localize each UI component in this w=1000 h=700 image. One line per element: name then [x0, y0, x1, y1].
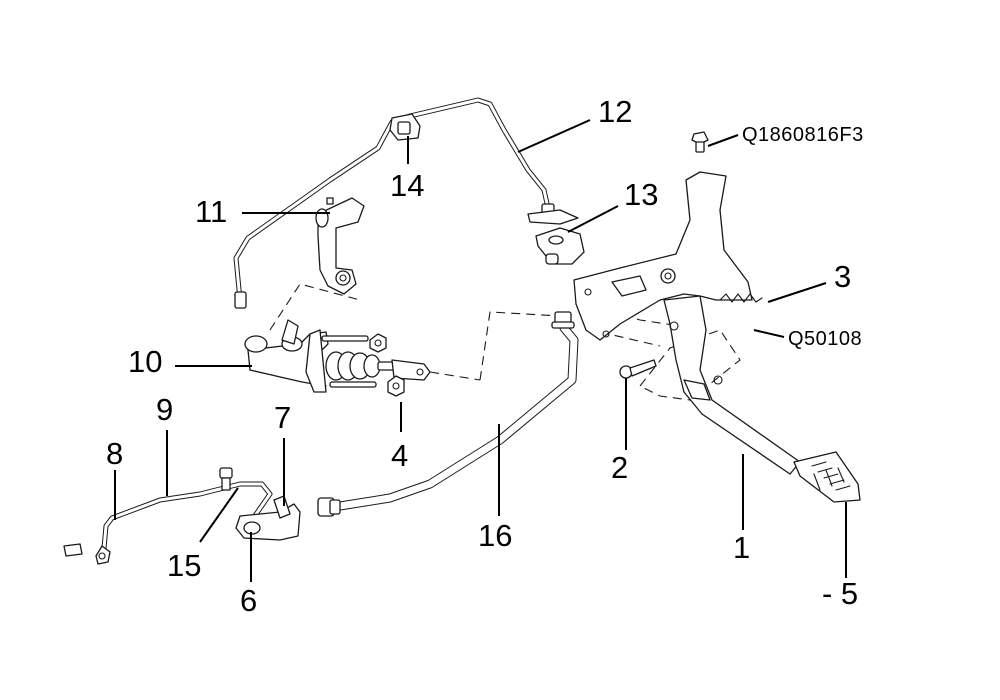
callout-14: 14 [390, 168, 424, 203]
hose-bracket [235, 495, 301, 541]
callout-3: 3 [834, 259, 851, 294]
leader-12 [517, 119, 591, 153]
pedal-pivot-pin [619, 359, 657, 379]
pedal-bracket [573, 171, 753, 341]
callout-2: 2 [611, 450, 628, 485]
stud [321, 335, 369, 342]
pipe-bracket [63, 543, 111, 565]
callout-13: 13 [624, 177, 658, 212]
clutch-hose [317, 311, 579, 517]
callout-6: 6 [240, 583, 257, 618]
bolt-part-code: Q1860816F3 [742, 124, 864, 146]
callout-1: 1 [733, 530, 750, 565]
leader-lines [114, 119, 847, 582]
clutch-pedal-arm [663, 295, 801, 475]
callout-10: 10 [128, 344, 162, 379]
callout-12: 12 [598, 94, 632, 129]
pedal-pad [793, 451, 861, 503]
callout-4: 4 [391, 438, 408, 473]
callout-8: 8 [106, 436, 123, 471]
clutch-pipe-lower [101, 481, 273, 551]
reservoir-hose [315, 197, 365, 295]
pipe-clamp [389, 113, 421, 141]
pipe-fitting [234, 291, 247, 309]
callout-7: 7 [274, 400, 291, 435]
callout-labels: 1 2 3 4 - 5 6 7 8 9 10 11 12 13 14 15 16… [106, 94, 864, 618]
callout-11: 11 [195, 194, 227, 229]
clutch-master-cylinder [244, 319, 481, 393]
return-spring [719, 293, 763, 303]
callout-16: 16 [478, 518, 512, 553]
hardware-bolt [691, 131, 709, 153]
leader-3 [767, 282, 827, 303]
leader-15 [199, 487, 239, 543]
callout-9: 9 [156, 392, 173, 427]
leader-bolt-code [707, 134, 739, 147]
leader-13 [567, 205, 619, 233]
leader-grease-code [753, 329, 785, 338]
pipe-clamp-bolt [219, 467, 233, 491]
grease-part-code: Q50108 [788, 328, 862, 350]
pipe-clip [527, 209, 585, 265]
callout-5: - 5 [822, 576, 858, 611]
callout-15: 15 [167, 548, 201, 583]
stud [329, 381, 377, 388]
nut [369, 333, 405, 397]
